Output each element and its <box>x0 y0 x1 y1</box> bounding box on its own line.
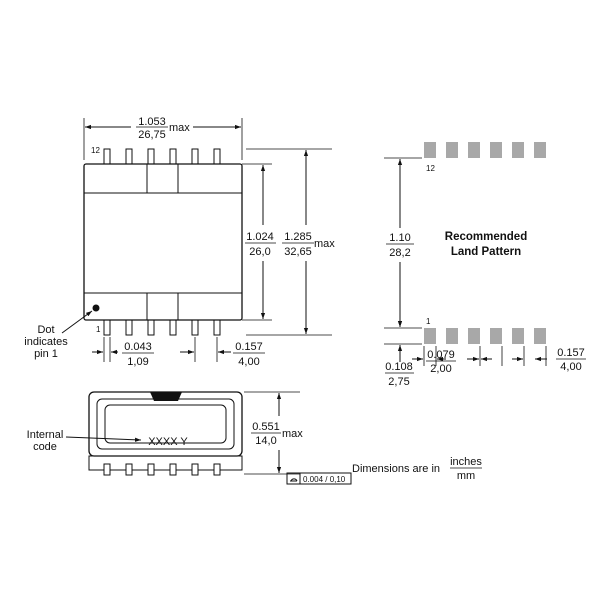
internal-code-leader <box>65 436 142 442</box>
land-pattern-title-line1: Recommended <box>445 231 527 243</box>
side-notch <box>150 392 182 401</box>
dot-label-line1: Dot <box>37 324 54 336</box>
flatness-icon <box>290 478 298 482</box>
land-pad <box>446 142 458 158</box>
span-mm: 28,2 <box>389 247 410 259</box>
pin <box>169 318 177 336</box>
dot-leader <box>61 310 93 334</box>
side-pin <box>213 463 221 476</box>
units-mm: mm <box>457 470 475 482</box>
side-view: XXXX Y Internal code 0.551 14,0 max 0.00… <box>27 391 352 485</box>
top-pin-row <box>103 148 221 166</box>
landpitch-inches: 0.157 <box>557 347 585 359</box>
land-pad <box>468 328 480 344</box>
side-height-inches: 0.551 <box>252 421 280 433</box>
component-body <box>83 163 243 321</box>
height-max: max <box>314 238 335 250</box>
land-pin-12-label: 12 <box>426 164 435 173</box>
width-mm: 26,75 <box>138 129 166 141</box>
side-pin <box>125 463 133 476</box>
padlen-mm: 2,75 <box>388 376 409 388</box>
pin <box>213 318 221 336</box>
flatness-frame <box>286 472 352 485</box>
inner-height-inches: 1.024 <box>246 231 274 243</box>
side-pin <box>191 463 199 476</box>
bottom-pin-row <box>103 318 221 336</box>
pin <box>125 318 133 336</box>
code-window <box>104 404 227 444</box>
height-mm: 32,65 <box>284 246 312 258</box>
land-pad <box>490 328 502 344</box>
height-inches: 1.285 <box>284 231 312 243</box>
pin <box>147 148 155 166</box>
span-inches: 1.10 <box>389 232 410 244</box>
land-pad <box>490 142 502 158</box>
landpitch-mm: 4,00 <box>560 361 581 373</box>
pin1-dot <box>92 304 100 312</box>
internal-code-label-line2: code <box>33 441 57 453</box>
pin <box>103 318 111 336</box>
pin <box>169 148 177 166</box>
land-pad <box>534 142 546 158</box>
pin <box>191 318 199 336</box>
code-text: XXXX Y <box>148 436 188 448</box>
padw-mm: 2,00 <box>430 363 451 375</box>
padw-inches: 0.079 <box>427 349 455 361</box>
land-pad <box>424 328 436 344</box>
side-height-max: max <box>282 428 303 440</box>
dot-label-line2: indicates <box>24 336 68 348</box>
pin <box>103 148 111 166</box>
top-view: 1.053 26,75 max 12 <box>24 116 335 368</box>
padlen-inches: 0.108 <box>385 361 413 373</box>
top-pad-row <box>424 142 546 158</box>
land-pin-1-label: 1 <box>426 317 431 326</box>
units-text: Dimensions are in <box>352 463 440 475</box>
land-pad <box>534 328 546 344</box>
pitch-mm: 4,00 <box>238 356 259 368</box>
pitch-inches: 0.157 <box>235 341 263 353</box>
pinwidth-inches: 0.043 <box>124 341 152 353</box>
pin <box>213 148 221 166</box>
land-pad <box>512 142 524 158</box>
pin <box>191 148 199 166</box>
side-inner-frame <box>96 398 235 450</box>
land-pattern-title-line2: Land Pattern <box>451 246 521 258</box>
pinwidth-mm: 1,09 <box>127 356 148 368</box>
units-note: Dimensions are in inches mm <box>352 456 482 482</box>
pin-1-label: 1 <box>96 325 101 334</box>
flatness-value: 0.004 / 0,10 <box>303 475 346 484</box>
pin-12-label: 12 <box>91 146 100 155</box>
land-pattern: Recommended Land Pattern 12 1 1.10 28,2 <box>384 142 586 388</box>
bottom-pad-row <box>424 328 546 344</box>
land-pad <box>424 142 436 158</box>
land-pad <box>468 142 480 158</box>
side-pin <box>103 463 111 476</box>
width-max: max <box>169 122 190 134</box>
internal-code-label-line1: Internal <box>27 429 64 441</box>
side-pin <box>169 463 177 476</box>
pin <box>147 318 155 336</box>
side-pin <box>147 463 155 476</box>
side-height-mm: 14,0 <box>255 435 276 447</box>
pin <box>125 148 133 166</box>
land-pad <box>512 328 524 344</box>
dot-label-line3: pin 1 <box>34 348 58 360</box>
width-inches: 1.053 <box>138 116 166 128</box>
side-base <box>88 455 243 471</box>
side-pin-row <box>103 463 221 476</box>
inner-height-mm: 26,0 <box>249 246 270 258</box>
units-inches: inches <box>450 456 482 468</box>
land-pad <box>446 328 458 344</box>
